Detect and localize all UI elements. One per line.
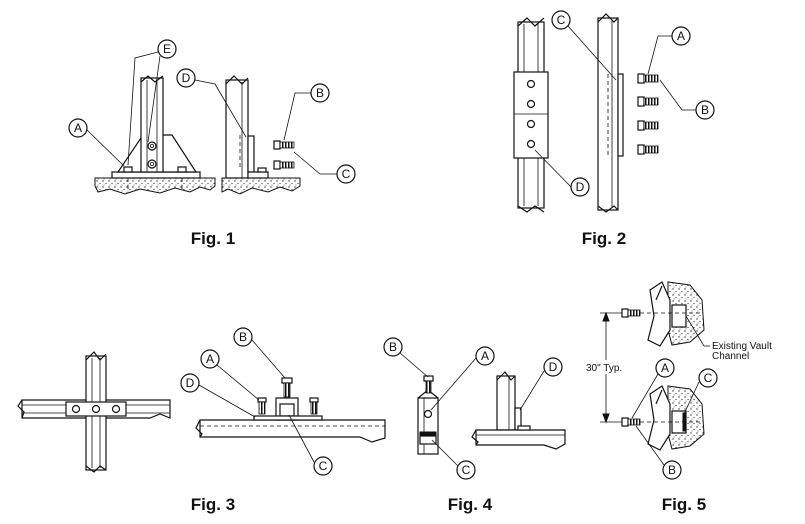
callout-c: C <box>683 368 718 415</box>
svg-text:A: A <box>677 29 685 43</box>
svg-text:B: B <box>701 103 709 117</box>
callout-b: B <box>233 327 286 379</box>
bolt <box>273 140 295 150</box>
bolt <box>637 73 659 84</box>
callout-d: D <box>519 357 563 411</box>
callout-d: D <box>176 68 247 138</box>
callout-c: C <box>288 414 333 476</box>
side-bracket <box>247 135 255 173</box>
post-side <box>225 79 249 179</box>
bolt <box>621 308 641 318</box>
svg-text:A: A <box>206 352 214 366</box>
svg-text:B: B <box>389 340 397 354</box>
channel-box <box>671 304 687 328</box>
svg-text:C: C <box>342 167 351 181</box>
svg-text:Channel: Channel <box>712 351 749 362</box>
bolt-head <box>147 141 157 151</box>
svg-text:C: C <box>704 371 713 385</box>
callout-d: D <box>534 149 590 197</box>
concrete-base-side <box>221 177 301 195</box>
callout-b: B <box>383 337 429 378</box>
bolt <box>309 397 319 415</box>
bolt <box>273 160 295 170</box>
svg-text:B: B <box>316 86 324 100</box>
svg-text:A: A <box>481 349 489 363</box>
post-channel <box>140 77 164 173</box>
base-channel <box>475 429 566 450</box>
callout-d: D <box>180 373 256 418</box>
svg-text:D: D <box>576 180 585 194</box>
svg-text:A: A <box>74 121 82 135</box>
figure-caption: Fig. 5 <box>662 495 706 514</box>
bolt <box>257 397 267 415</box>
bracket-body <box>417 397 439 455</box>
channel-lower <box>647 385 671 451</box>
callout-a: A <box>430 346 495 411</box>
svg-text:D: D <box>182 71 191 85</box>
anchor-nut <box>257 167 267 173</box>
post <box>496 375 516 431</box>
bolt <box>637 144 659 155</box>
callout-c: C <box>551 10 617 81</box>
anchor-nut <box>177 166 187 173</box>
post-side <box>597 17 619 211</box>
callout-a: A <box>200 349 260 401</box>
anchor-nut <box>123 166 133 173</box>
bolt <box>423 375 434 394</box>
bolt-head <box>147 159 157 169</box>
figure-5: 30" Typ. Existing Vault Channel A C B Fi… <box>586 281 772 514</box>
callout-a: A <box>68 118 125 167</box>
base-plate <box>111 171 201 179</box>
callout-b: B <box>635 425 682 480</box>
svg-text:A: A <box>661 361 669 375</box>
svg-text:C: C <box>462 463 471 477</box>
callout-e: E <box>127 39 177 166</box>
bolt <box>621 417 641 427</box>
channel-upper <box>647 281 671 347</box>
svg-text:E: E <box>163 42 171 56</box>
existing-vault-note: Existing Vault Channel <box>685 315 772 362</box>
figure-caption: Fig. 1 <box>191 229 235 248</box>
svg-text:Existing Vault: Existing Vault <box>712 341 772 352</box>
bolt <box>637 96 659 107</box>
figure-3: B A D C Fig. 3 <box>17 327 386 514</box>
callout-b: B <box>659 79 715 120</box>
svg-text:B: B <box>239 330 247 344</box>
svg-text:C: C <box>557 13 566 27</box>
figure-caption: Fig. 3 <box>191 495 235 514</box>
callout-a: A <box>631 358 675 419</box>
concrete-base <box>94 177 216 195</box>
svg-text:D: D <box>186 376 195 390</box>
figure-2: C A B D Fig. 2 <box>513 10 715 248</box>
svg-text:C: C <box>319 459 328 473</box>
callout-c: C <box>431 439 476 480</box>
side-splice <box>617 73 624 157</box>
figure-1: E A D B C Fig. 1 <box>68 39 356 248</box>
horizontal-channel-side <box>199 419 386 443</box>
callout-a: A <box>647 26 691 75</box>
callout-b: B <box>283 83 330 141</box>
dimension-line: 30" Typ. <box>586 311 634 424</box>
figure-caption: Fig. 4 <box>448 495 493 514</box>
callout-c: C <box>293 151 356 184</box>
bolt <box>637 120 659 131</box>
plate <box>253 415 323 421</box>
figure-caption: Fig. 2 <box>582 229 626 248</box>
spacing-label: 30" Typ. <box>586 363 622 374</box>
svg-text:D: D <box>549 360 558 374</box>
svg-text:B: B <box>668 463 676 477</box>
bolt <box>281 377 293 398</box>
figure-4: B A D C Fig. 4 <box>383 337 566 514</box>
